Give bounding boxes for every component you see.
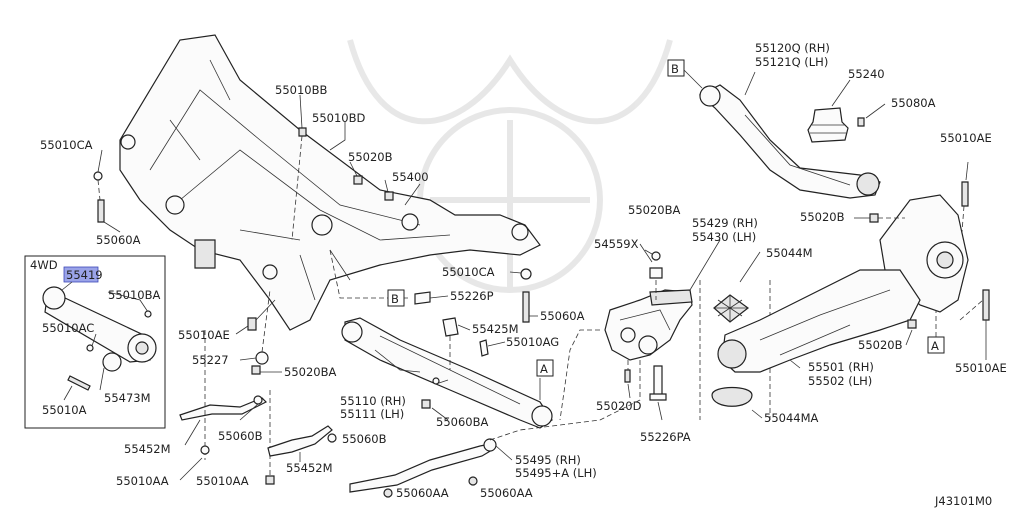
knuckle-and-arm-55501: A — [717, 161, 990, 373]
label-55226P[interactable]: 55226P — [450, 289, 494, 303]
label-55430-lh[interactable]: 55430 (LH) — [692, 230, 756, 244]
lower-links — [179, 330, 641, 498]
ref-marker-a-center — [536, 359, 554, 377]
label-55240[interactable]: 55240 — [848, 67, 885, 81]
highlight-55419[interactable] — [63, 266, 99, 283]
label-55495-rh[interactable]: 55495 (RH) — [515, 453, 581, 467]
label-55010CA-left[interactable]: 55010CA — [40, 138, 93, 152]
label-55452M-mid[interactable]: 55452M — [286, 461, 333, 475]
label-55060B-mid[interactable]: 55060B — [342, 432, 387, 446]
label-55020B-low[interactable]: 55020B — [858, 338, 903, 352]
part-labels: 55010CA 55060A 55010BB 55010BD 55020B 55… — [40, 41, 1007, 508]
label-55010AA-a[interactable]: 55010AA — [116, 474, 169, 488]
label-55060BA[interactable]: 55060BA — [436, 415, 488, 429]
ref-marker-a-center-text: A — [540, 362, 548, 376]
label-55452M-left[interactable]: 55452M — [124, 442, 171, 456]
label-55060AA-b[interactable]: 55060AA — [480, 486, 533, 500]
label-55110-rh[interactable]: 55110 (RH) — [340, 394, 406, 408]
label-55010AA-b[interactable]: 55010AA — [196, 474, 249, 488]
upper-arm-55120Q: B — [667, 59, 881, 199]
lower-arm-55110 — [341, 317, 553, 429]
ref-marker-b-center-text: B — [391, 292, 399, 306]
label-55060A-mid[interactable]: 55060A — [540, 309, 585, 323]
label-55120Q-rh[interactable]: 55120Q (RH) — [755, 41, 830, 55]
label-55227[interactable]: 55227 — [192, 353, 229, 367]
label-55060A-left[interactable]: 55060A — [96, 233, 141, 247]
ref-marker-b-right-text: B — [671, 62, 679, 76]
label-55020B-right[interactable]: 55020B — [800, 210, 845, 224]
label-55010AC[interactable]: 55010AC — [42, 321, 94, 335]
drawing-code: J43101M0 — [934, 494, 992, 508]
label-55010AG[interactable]: 55010AG — [506, 335, 559, 349]
label-55010A[interactable]: 55010A — [42, 403, 87, 417]
label-55501-rh[interactable]: 55501 (RH) — [808, 360, 874, 374]
label-55111-lh[interactable]: 55111 (LH) — [340, 407, 404, 421]
label-55010BA[interactable]: 55010BA — [108, 288, 160, 302]
box-4wd-title: 4WD — [30, 258, 58, 272]
subframe-leaders — [93, 94, 421, 375]
label-55010CA-mid[interactable]: 55010CA — [442, 265, 495, 279]
label-55425M[interactable]: 55425M — [472, 322, 519, 336]
label-55020B-top[interactable]: 55020B — [348, 150, 393, 164]
bump-stop-55240 — [807, 79, 886, 143]
label-55080A[interactable]: 55080A — [891, 96, 936, 110]
label-55010AE-right[interactable]: 55010AE — [940, 131, 992, 145]
label-55060B-left[interactable]: 55060B — [218, 429, 263, 443]
label-55400[interactable]: 55400 — [392, 170, 429, 184]
label-55010AE-low[interactable]: 55010AE — [955, 361, 1007, 375]
box-4wd: 4WD 55419 — [24, 255, 166, 429]
label-55473M[interactable]: 55473M — [104, 391, 151, 405]
ref-marker-b-right — [667, 59, 685, 77]
bracket-55429 — [559, 239, 721, 421]
label-55010BB[interactable]: 55010BB — [275, 83, 327, 97]
label-55226PA[interactable]: 55226PA — [640, 430, 691, 444]
label-55044MA[interactable]: 55044MA — [764, 411, 819, 425]
label-55502-lh[interactable]: 55502 (LH) — [808, 374, 872, 388]
center-bolts: B A — [329, 249, 554, 377]
label-55044M[interactable]: 55044M — [766, 246, 813, 260]
label-55429-rh[interactable]: 55429 (RH) — [692, 216, 758, 230]
label-55060AA-a[interactable]: 55060AA — [396, 486, 449, 500]
label-55020BA-low[interactable]: 55020BA — [284, 365, 336, 379]
label-55495A-lh[interactable]: 55495+A (LH) — [515, 466, 597, 480]
label-55121Q-lh[interactable]: 55121Q (LH) — [755, 55, 828, 69]
label-54559X[interactable]: 54559X — [594, 237, 639, 251]
ref-marker-a-right-text: A — [931, 339, 939, 353]
label-55020D[interactable]: 55020D — [596, 399, 642, 413]
label-55020BA-mid[interactable]: 55020BA — [628, 203, 680, 217]
label-55419: 55419 — [66, 268, 103, 282]
spring-55044M — [699, 251, 771, 420]
ref-marker-b-center — [387, 289, 405, 307]
label-55010AE-mid[interactable]: 55010AE — [178, 328, 230, 342]
label-55010BD[interactable]: 55010BD — [312, 111, 365, 125]
